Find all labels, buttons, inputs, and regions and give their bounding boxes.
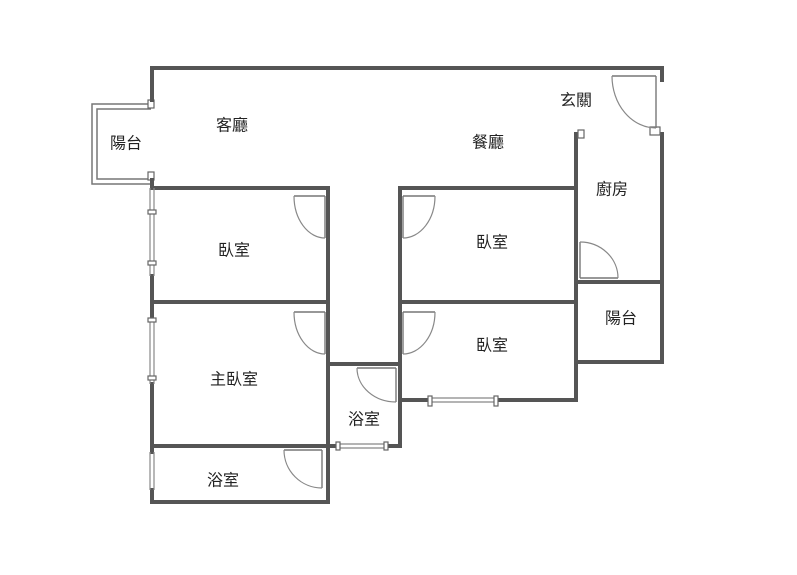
room-labels: 客廳 餐廳 玄關 廚房 陽台 陽台 臥室 臥室 臥室 主臥室 浴室 浴室 bbox=[110, 91, 637, 490]
bedroom-1-door bbox=[293, 195, 326, 239]
dining-room-label: 餐廳 bbox=[472, 133, 504, 152]
bedroom-2-door bbox=[402, 195, 436, 239]
doors bbox=[283, 75, 657, 489]
bedroom-1-label: 臥室 bbox=[218, 241, 250, 260]
walls bbox=[150, 66, 664, 504]
bedroom-3-label: 臥室 bbox=[476, 336, 508, 355]
bathroom-2-label: 浴室 bbox=[348, 410, 380, 429]
master-bedroom-label: 主臥室 bbox=[210, 370, 258, 389]
bedroom-2-label: 臥室 bbox=[476, 233, 508, 252]
living-room-label: 客廳 bbox=[216, 116, 248, 135]
balcony-west-label: 陽台 bbox=[110, 134, 142, 153]
entrance-label: 玄關 bbox=[560, 91, 592, 110]
balcony-east-label: 陽台 bbox=[605, 309, 637, 328]
master-bedroom-door bbox=[293, 311, 326, 355]
bathroom-1-label: 浴室 bbox=[207, 471, 239, 490]
entrance-door bbox=[611, 75, 657, 129]
kitchen-label: 廚房 bbox=[596, 180, 628, 199]
bathroom-2-door bbox=[356, 367, 397, 403]
bedroom-3-door bbox=[402, 311, 436, 355]
bathroom-1-door bbox=[283, 449, 323, 489]
kitchen-door bbox=[579, 241, 619, 279]
windows bbox=[147, 126, 661, 490]
